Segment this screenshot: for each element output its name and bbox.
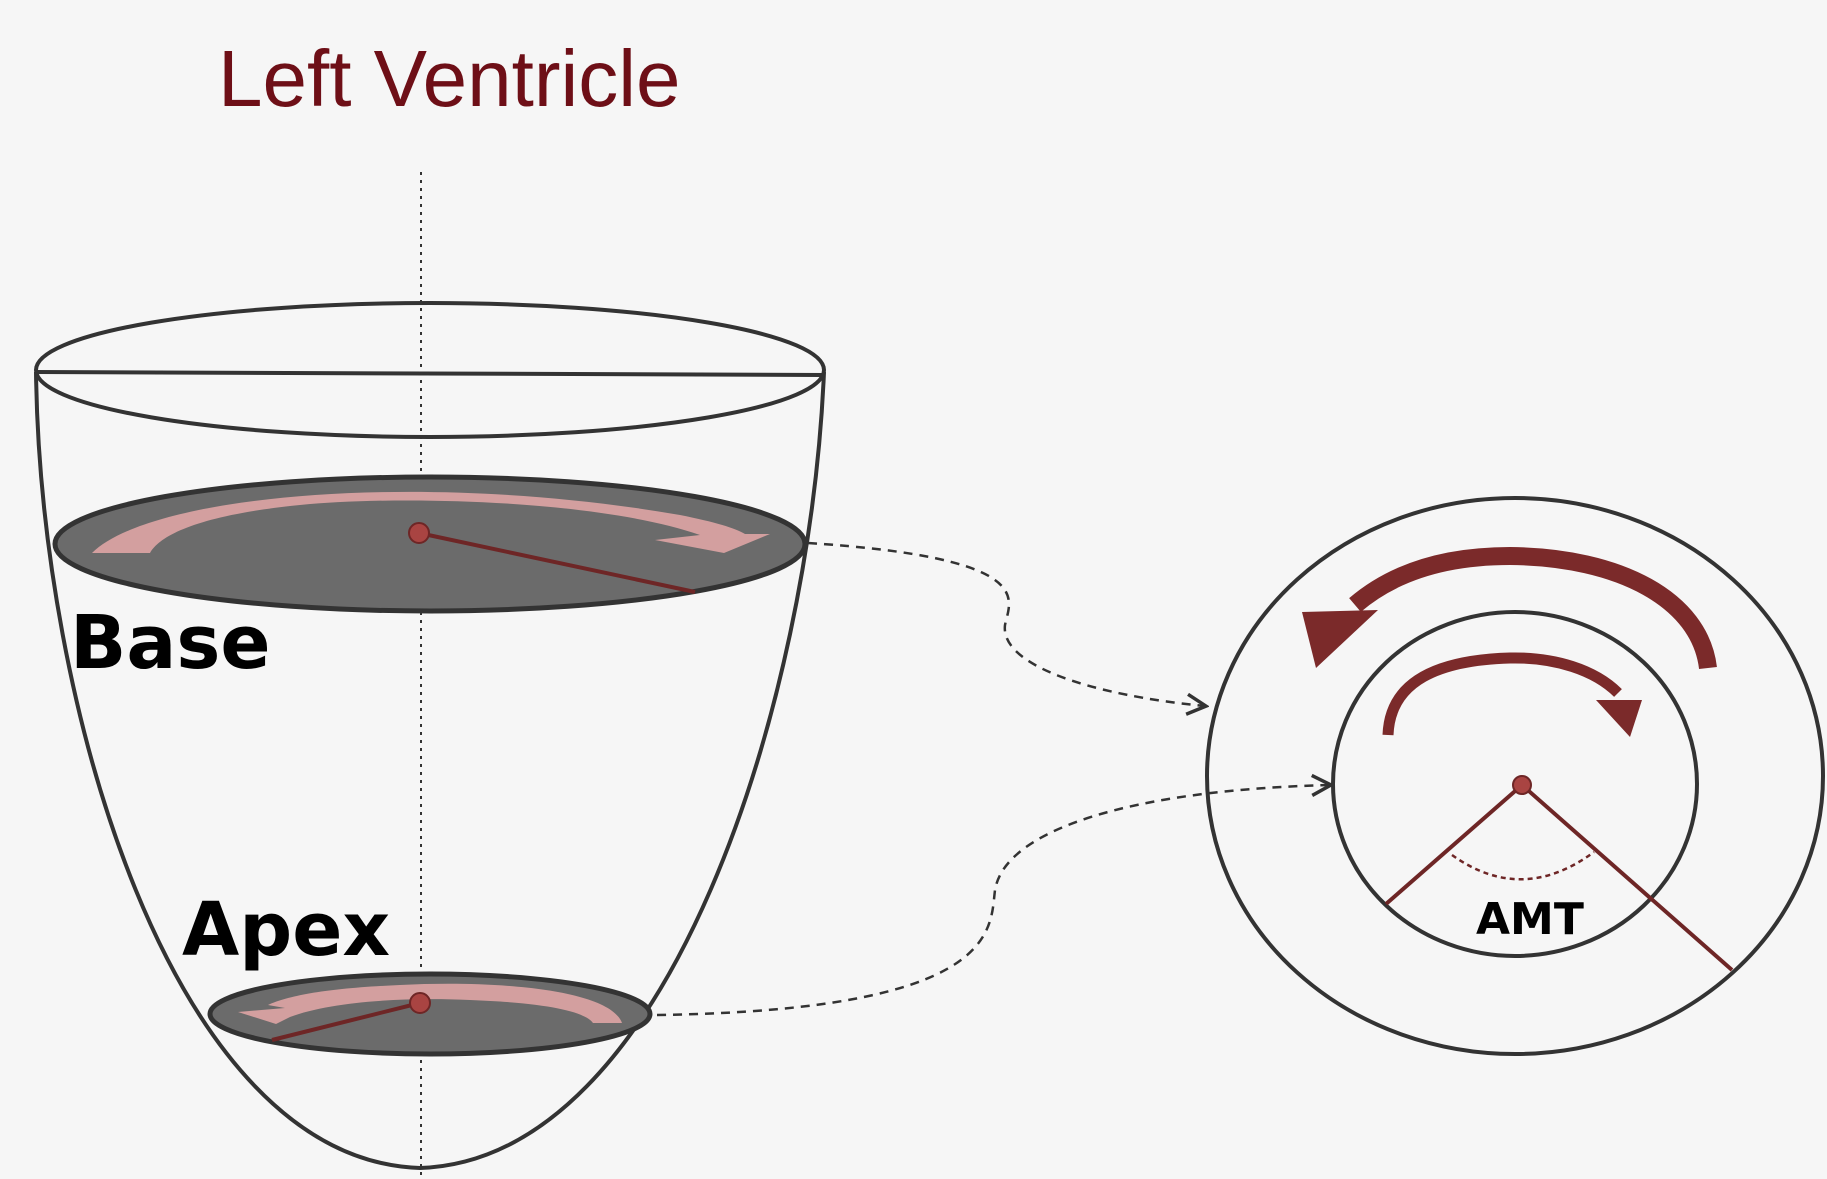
angle-ray-right [1520, 783, 1734, 972]
apex-rotation-arrow [238, 983, 622, 1024]
apex-connector [656, 785, 1330, 1017]
outer-rotation-arrow-head [1302, 610, 1378, 668]
base-rotation-arrow [92, 491, 770, 553]
angle-arc [1451, 850, 1595, 881]
base-disc [52, 474, 808, 614]
inner-rotation-arrow-shaft [1382, 652, 1622, 736]
ventricle-top-rim [34, 301, 826, 439]
inner-rotation-arrow-head [1596, 700, 1642, 737]
apex-radius-line [271, 1001, 421, 1042]
apex-label: Apex [182, 887, 390, 973]
outer-ring [1205, 496, 1825, 1056]
base-center-dot [408, 522, 430, 544]
angle-label: AMT [1476, 894, 1584, 945]
angle-ray-left [1384, 783, 1524, 906]
outer-rotation-arrow-shaft [1349, 546, 1717, 670]
base-connector [807, 541, 1205, 706]
base-radius-line [418, 531, 696, 594]
rim-diameter-line [35, 370, 825, 377]
base-label: Base [70, 600, 271, 686]
ventricle-outline [34, 301, 826, 1171]
inner-ring [1331, 610, 1699, 958]
cross-section: AMT [1205, 496, 1825, 1056]
apex-disc [207, 971, 653, 1057]
diagram-title: Left Ventricle [218, 34, 681, 123]
cross-section-center-dot [1512, 775, 1532, 795]
apex-center-dot [409, 992, 431, 1014]
